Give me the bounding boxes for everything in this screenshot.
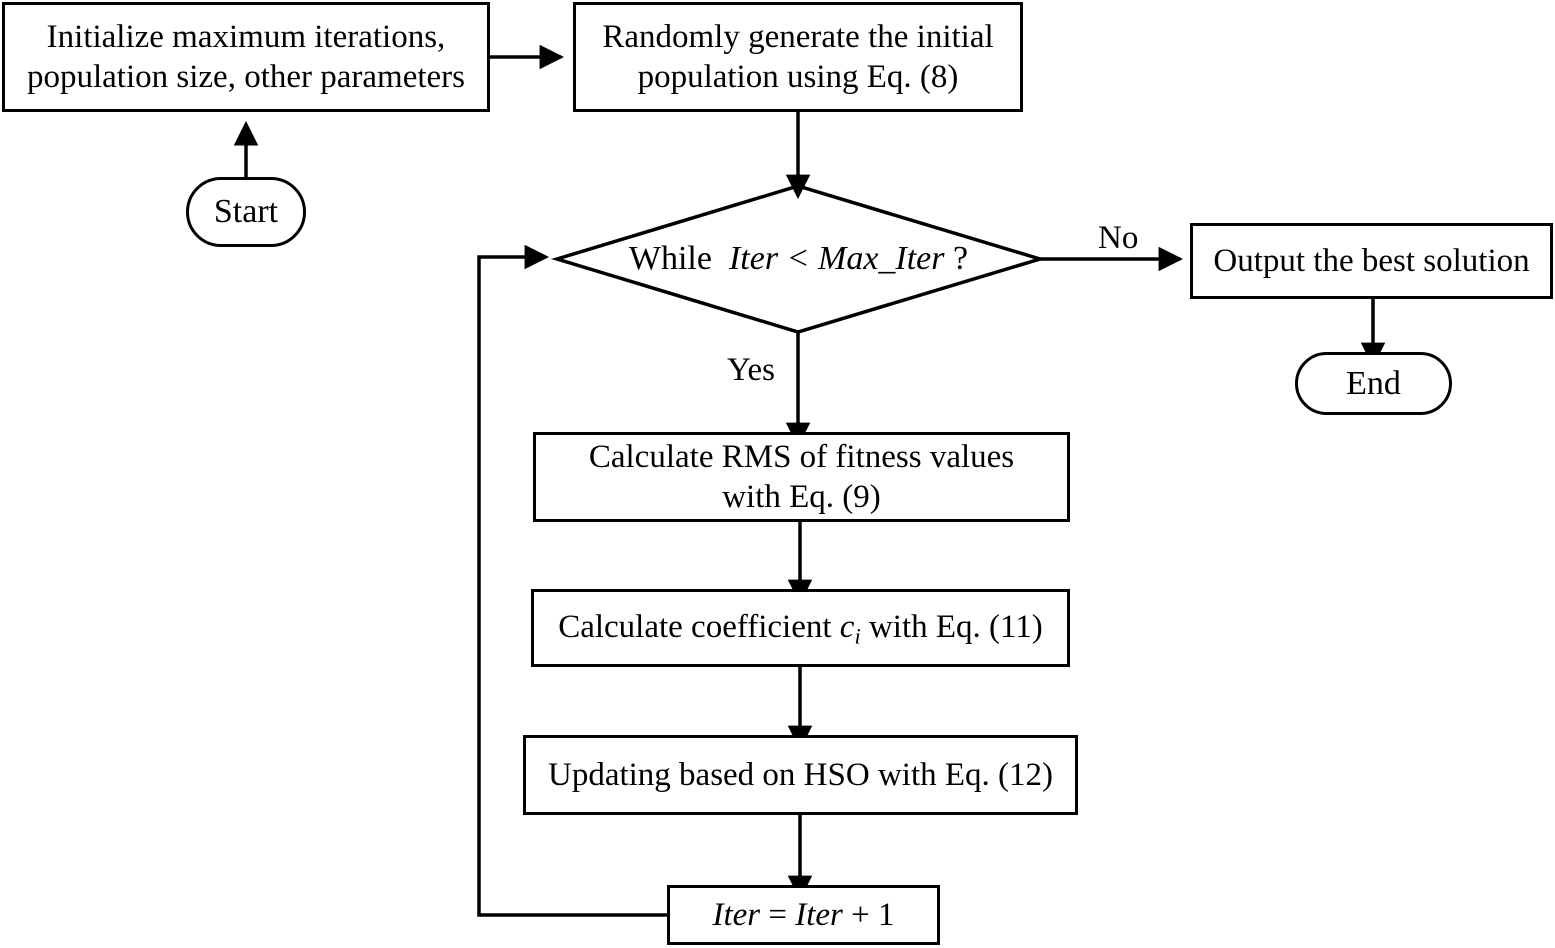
coefficient-variable-subscript: i xyxy=(854,622,861,648)
edge-increment-to-decision-loop xyxy=(477,244,667,917)
node-decision[interactable]: While Iter < Max_Iter ? xyxy=(557,186,1040,332)
node-start-label: Start xyxy=(213,193,279,231)
node-generate-population[interactable]: Randomly generate the initial population… xyxy=(573,2,1023,112)
node-increment-iteration[interactable]: Iter = Iter + 1 xyxy=(667,885,940,945)
node-calculate-rms-label: Calculate RMS of fitness values with Eq.… xyxy=(588,438,1015,515)
edge-label-yes-text: Yes xyxy=(727,352,776,388)
coefficient-text-before: Calculate coefficient xyxy=(558,608,832,645)
increment-var-right: Iter xyxy=(795,896,843,933)
node-end-label: End xyxy=(1346,364,1401,402)
edge-label-no: No xyxy=(1098,220,1138,257)
node-calculate-rms[interactable]: Calculate RMS of fitness values with Eq.… xyxy=(533,432,1070,522)
node-initialize-label: Initialize maximum iterations, populatio… xyxy=(26,18,465,95)
node-end[interactable]: End xyxy=(1295,352,1452,415)
increment-plus-one: + 1 xyxy=(851,896,895,933)
edge-label-yes: Yes xyxy=(727,352,775,389)
node-calculate-coefficient-label: Calculate coefficient ci with Eq. (11) xyxy=(548,607,1053,650)
node-updating-hso-label: Updating based on HSO with Eq. (12) xyxy=(547,756,1054,793)
increment-var-left: Iter xyxy=(712,896,761,933)
node-output-best-solution-label: Output the best solution xyxy=(1213,242,1530,279)
decision-suffix: ? xyxy=(953,240,969,277)
node-initialize[interactable]: Initialize maximum iterations, populatio… xyxy=(2,2,490,112)
node-increment-iteration-label: Iter = Iter + 1 xyxy=(702,895,904,935)
node-calculate-coefficient[interactable]: Calculate coefficient ci with Eq. (11) xyxy=(531,589,1070,667)
decision-expression: Iter < Max_Iter xyxy=(728,240,945,277)
decision-prefix: While xyxy=(628,240,712,277)
increment-equals: = xyxy=(768,896,787,933)
coefficient-variable: c xyxy=(839,608,855,645)
edge-label-no-text: No xyxy=(1098,220,1139,256)
coefficient-text-after: with Eq. (11) xyxy=(868,608,1043,645)
node-decision-label: While Iter < Max_Iter ? xyxy=(629,240,968,278)
node-generate-population-label: Randomly generate the initial population… xyxy=(602,18,994,95)
node-output-best-solution[interactable]: Output the best solution xyxy=(1190,223,1553,299)
node-start[interactable]: Start xyxy=(186,177,306,247)
node-updating-hso[interactable]: Updating based on HSO with Eq. (12) xyxy=(523,735,1078,815)
